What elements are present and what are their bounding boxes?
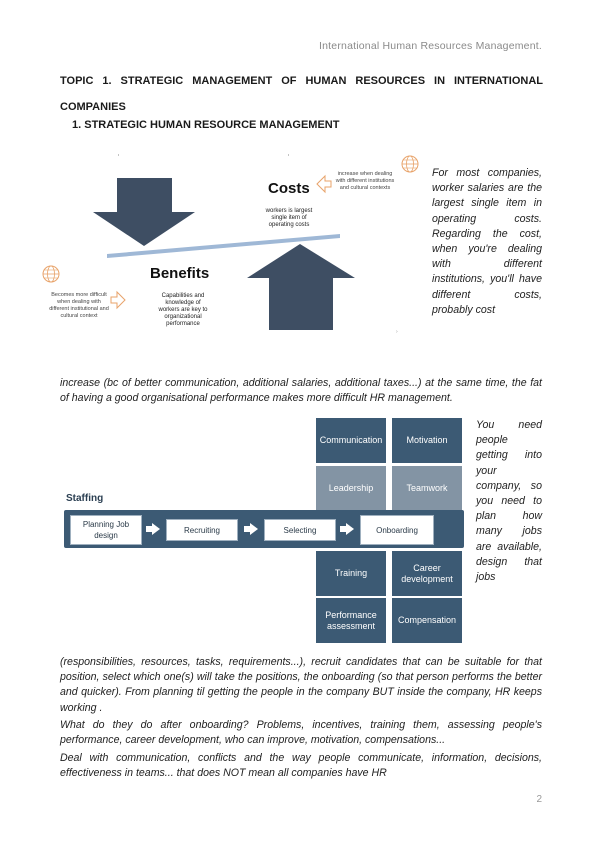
paragraph-1-full: increase (bc of better communication, ad… <box>60 377 542 405</box>
benefits-label: Benefits <box>150 265 209 282</box>
flow-step-selecting: Selecting <box>264 519 336 541</box>
grid-box-career-development: Career development <box>392 551 462 596</box>
grid-box-performance-assessment: Performance assessment <box>316 598 386 643</box>
paragraph-2-full: (responsibilities, resources, tasks, req… <box>60 656 542 714</box>
benefits-note-line: different institutional and <box>49 306 109 312</box>
grid-box-teamwork: Teamwork <box>392 466 462 511</box>
paragraph-3: What do they do after onboarding? Proble… <box>60 719 542 747</box>
staffing-label: Staffing <box>66 493 104 504</box>
arrow-right-icon <box>346 523 354 535</box>
benefits-note-line: cultural context <box>61 313 98 319</box>
paragraph-4: Deal with communication, conflicts and t… <box>60 752 542 780</box>
flow-arrow-stem <box>244 526 250 532</box>
costs-desc-line: single item of <box>271 215 307 221</box>
benefits-desc-line: performance <box>166 321 200 327</box>
globe-icon <box>401 155 419 173</box>
benefits-desc-line: workers are key to <box>157 307 208 313</box>
balance-beam <box>107 234 340 258</box>
figure-mark: › <box>396 329 398 335</box>
benefits-callout-arrow <box>110 290 126 310</box>
benefits-desc-line: Capabilities and <box>162 293 205 299</box>
flow-step-recruiting: Recruiting <box>166 519 238 541</box>
grid-box-leadership: Leadership <box>316 466 386 511</box>
costs-note-line: with different institutions <box>335 178 395 184</box>
paragraph-1-right: For most companies, worker salaries are … <box>432 167 542 316</box>
costs-desc-line: workers is largest <box>265 208 313 214</box>
costs-desc-line: operating costs <box>269 222 310 228</box>
arrow-right-icon <box>152 523 160 535</box>
flow-step-planning: Planning Job design <box>70 515 142 545</box>
section-title: 1. STRATEGIC HUMAN RESOURCE MANAGEMENT <box>72 119 340 131</box>
benefits-note-line: when dealing with <box>56 299 101 305</box>
grid-box-communication: Communication <box>316 418 386 463</box>
page-number: 2 <box>536 794 542 805</box>
topic-title: TOPIC 1. STRATEGIC MANAGEMENT OF HUMAN R… <box>60 75 543 113</box>
costs-callout-arrow <box>316 174 332 194</box>
arrow-right-icon <box>250 523 258 535</box>
benefits-note-line: Becomes more difficult <box>51 292 107 298</box>
costs-benefits-figure: Costs workers is largest single item of … <box>42 154 419 335</box>
grid-box-training: Training <box>316 551 386 596</box>
costs-note-line: increase when dealing <box>338 171 393 177</box>
hr-process-figure: Communication Motivation Leadership Team… <box>62 418 467 643</box>
running-header: International Human Resources Management… <box>319 40 542 52</box>
costs-note-line: and cultural contexts <box>340 185 391 191</box>
benefits-desc-line: organizational <box>164 314 201 320</box>
benefits-desc-line: knowledge of <box>165 300 201 306</box>
paragraph-2-right: You need people getting into your compan… <box>476 419 542 584</box>
up-arrow-icon <box>247 244 355 330</box>
grid-box-motivation: Motivation <box>392 418 462 463</box>
flow-step-onboarding: Onboarding <box>360 515 434 545</box>
globe-icon <box>42 265 60 283</box>
flow-arrow-stem <box>340 526 346 532</box>
flow-arrow-stem <box>146 526 152 532</box>
grid-box-compensation: Compensation <box>392 598 462 643</box>
down-arrow-icon <box>93 178 195 246</box>
costs-label: Costs <box>268 180 310 197</box>
